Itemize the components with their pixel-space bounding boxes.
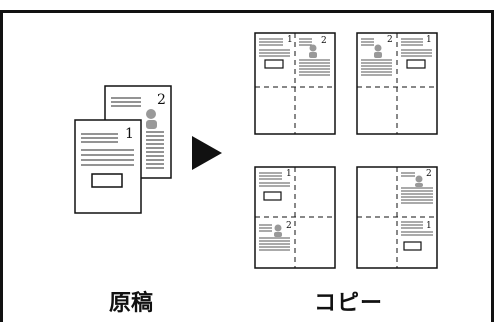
- original-page-back-number: 2: [157, 92, 166, 108]
- copy-4-bottom-number: 1: [426, 221, 432, 231]
- copy-2-right-number: 1: [426, 35, 432, 45]
- original-page-front: 1: [74, 119, 142, 214]
- person-photo-icon: [309, 44, 317, 58]
- copy-result-3: 1 2: [254, 166, 336, 269]
- copy-3-bottom-number: 2: [286, 221, 292, 231]
- person-photo-icon: [415, 175, 423, 187]
- frame-right-border: [491, 10, 494, 322]
- original-front-text-lines: [81, 133, 134, 166]
- play-arrow-icon: [192, 136, 222, 170]
- person-photo-icon: [146, 109, 157, 129]
- frame-left-border: [0, 10, 3, 322]
- original-page-front-number: 1: [125, 126, 134, 142]
- original-back-text-lines: [111, 97, 164, 169]
- copy-result-1: 1 2: [254, 32, 336, 135]
- copy-4-top-number: 2: [426, 169, 432, 179]
- original-label: 原稿: [109, 291, 154, 316]
- copy-result-4: 2 1: [356, 166, 438, 269]
- person-photo-icon: [274, 224, 282, 237]
- copy-3-top-number: 1: [286, 169, 292, 179]
- frame-top-border: [0, 10, 494, 13]
- copy-2-left-number: 2: [387, 35, 393, 45]
- person-photo-icon: [374, 44, 382, 58]
- copy-label: コピー: [314, 291, 384, 316]
- original-front-image-box: [91, 173, 123, 188]
- copy-1-right-number: 2: [321, 36, 327, 46]
- copy-result-2: 2 1: [356, 32, 438, 135]
- copy-1-left-number: 1: [287, 35, 293, 45]
